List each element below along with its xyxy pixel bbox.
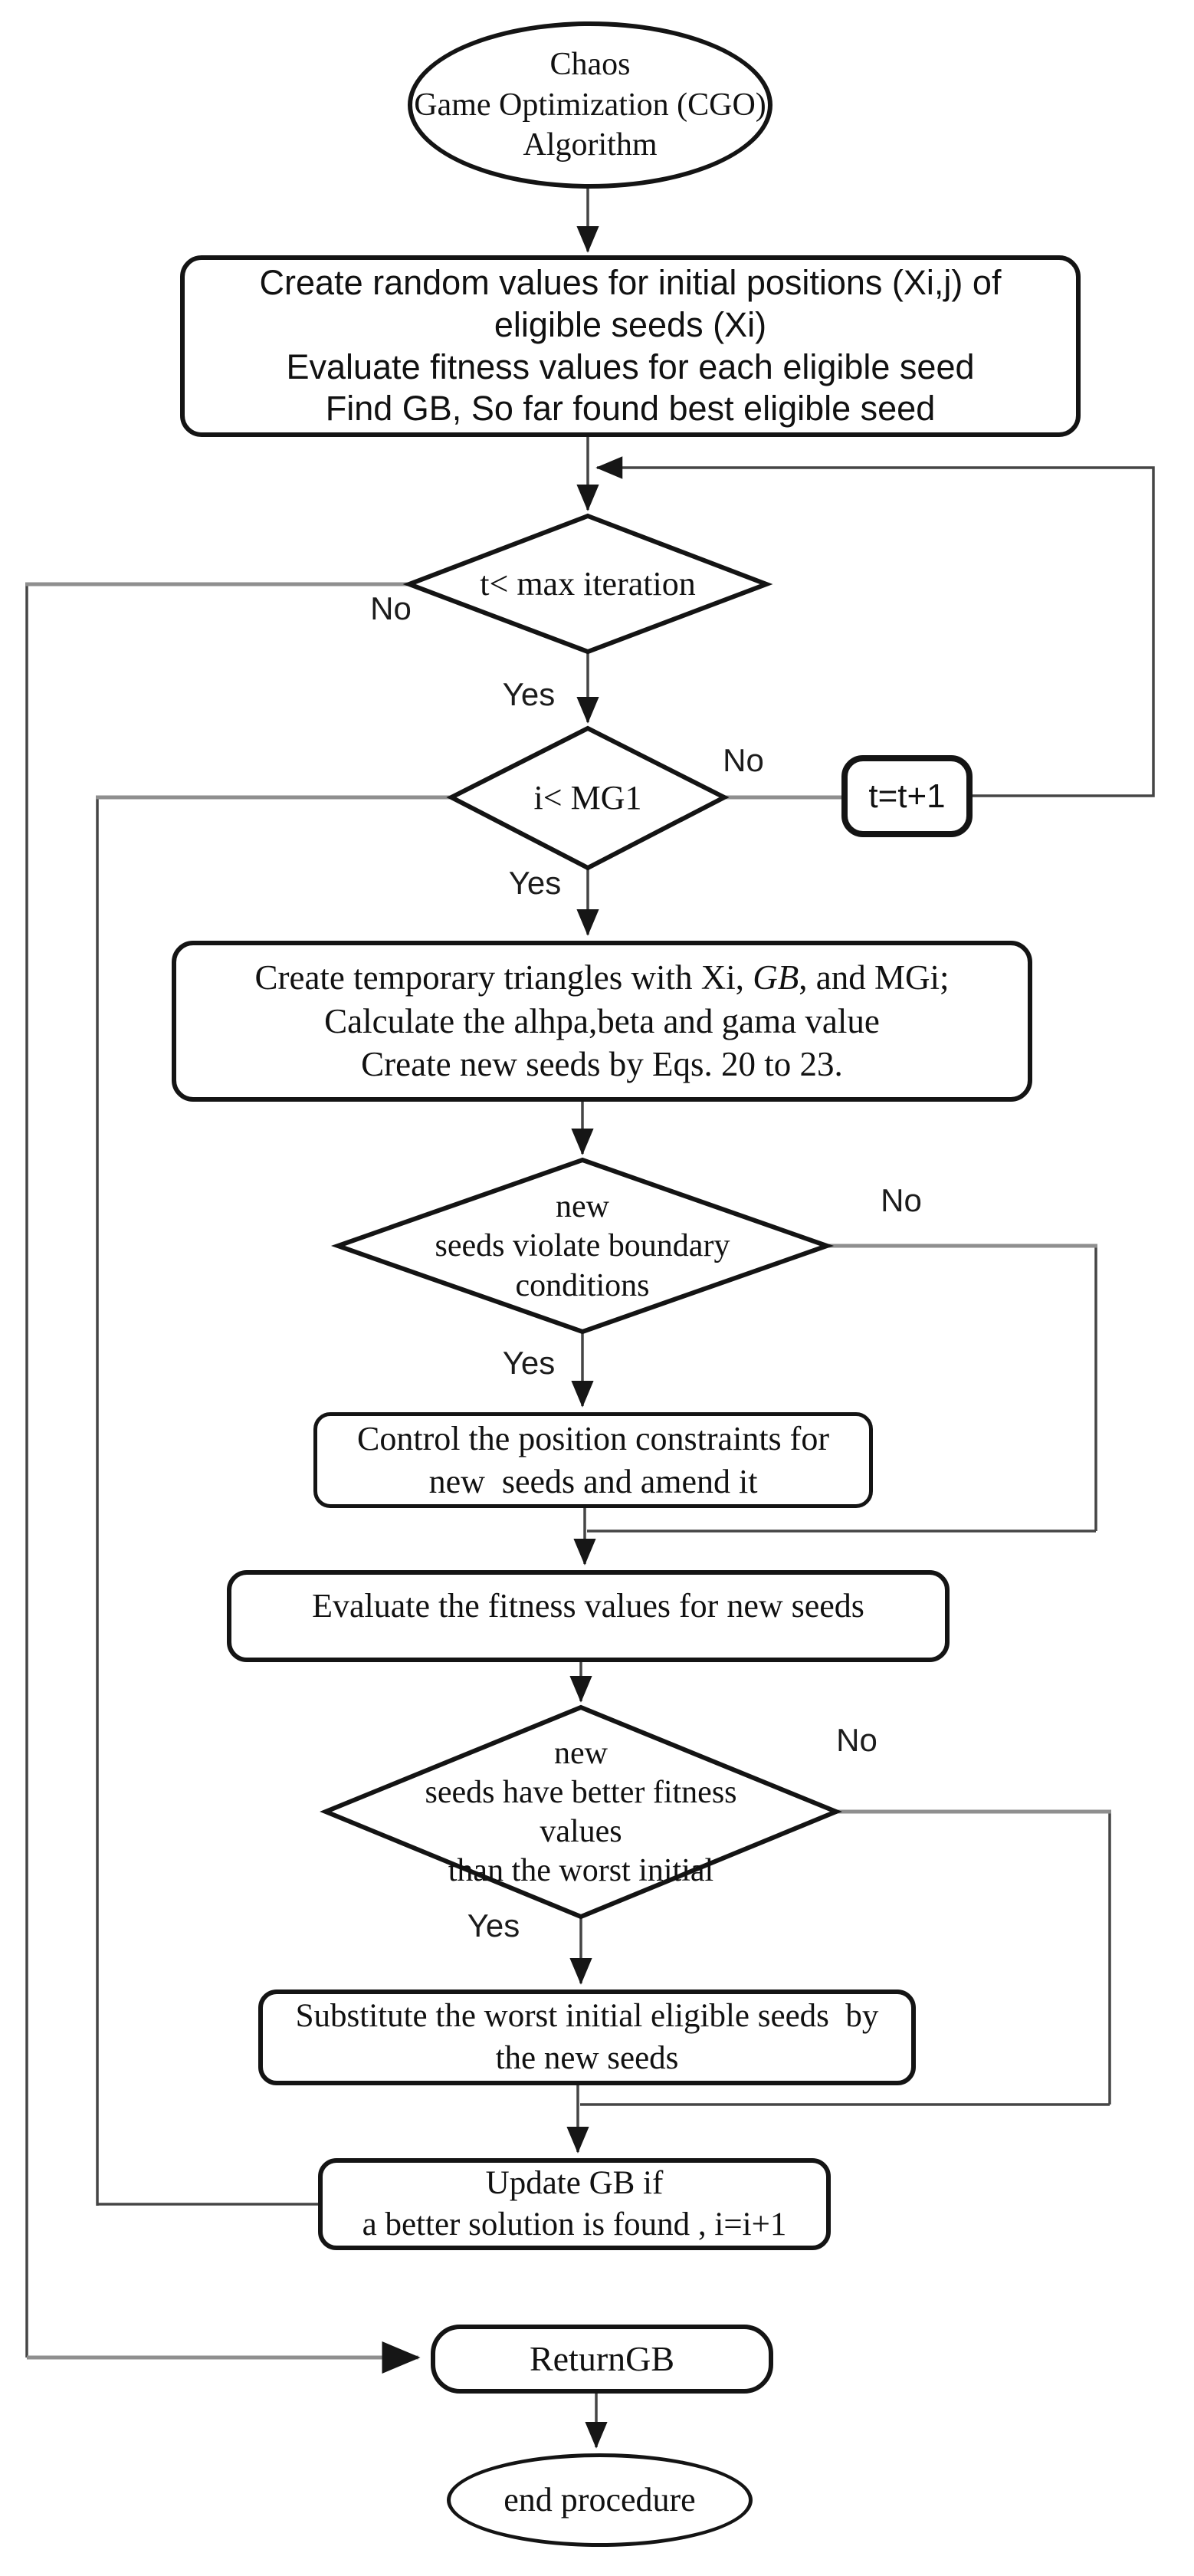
- label-iter-no: No: [370, 590, 412, 626]
- decision-fitness-shape: [320, 1704, 842, 1920]
- decision-iteration-label: t< max iteration: [480, 565, 696, 603]
- label-boundary-no: No: [881, 1182, 922, 1218]
- label-iter-yes: Yes: [502, 676, 556, 712]
- end-terminator: end procedure: [447, 2453, 753, 2547]
- gb-italic: GB: [753, 958, 799, 997]
- start-terminator: Chaos Game Optimization (CGO) Algorithm: [408, 21, 772, 189]
- process-substitute-seeds: Substitute the worst initial eligible se…: [258, 1990, 916, 2085]
- process-initialize: Create random values for initial positio…: [180, 255, 1081, 437]
- label-mg1-yes: Yes: [508, 865, 562, 901]
- triangles-rest: Calculate the alhpa,beta and gama value …: [324, 1001, 880, 1084]
- label-fitness-no: No: [836, 1722, 877, 1758]
- process-control-constraints: Control the position constraints for new…: [313, 1412, 873, 1508]
- decision-fitness-label: new seeds have better fitness values tha…: [425, 1735, 737, 1889]
- decision-iteration-shape: [402, 513, 773, 655]
- decision-mg1-label: i< MG1: [533, 779, 642, 817]
- label-boundary-yes: Yes: [502, 1345, 556, 1381]
- process-return-gb: ReturnGB: [431, 2325, 773, 2394]
- label-fitness-yes: Yes: [467, 1907, 520, 1944]
- process-increment-t: t=t+1: [841, 755, 973, 837]
- decision-boundary-shape: [330, 1157, 835, 1335]
- process-create-triangles: Create temporary triangles with Xi, GB, …: [172, 941, 1032, 1102]
- process-evaluate-fitness: Evaluate the fitness values for new seed…: [227, 1570, 950, 1662]
- label-mg1-no: No: [723, 742, 764, 778]
- edge-tinc-feedback: [595, 456, 1155, 797]
- decision-mg1-shape: [446, 725, 730, 871]
- triangles-line1: Create temporary triangles with Xi, GB, …: [254, 958, 950, 997]
- decision-boundary-label: new seeds violate boundary conditions: [435, 1189, 730, 1303]
- process-update-gb: Update GB if a better solution is found …: [318, 2158, 831, 2250]
